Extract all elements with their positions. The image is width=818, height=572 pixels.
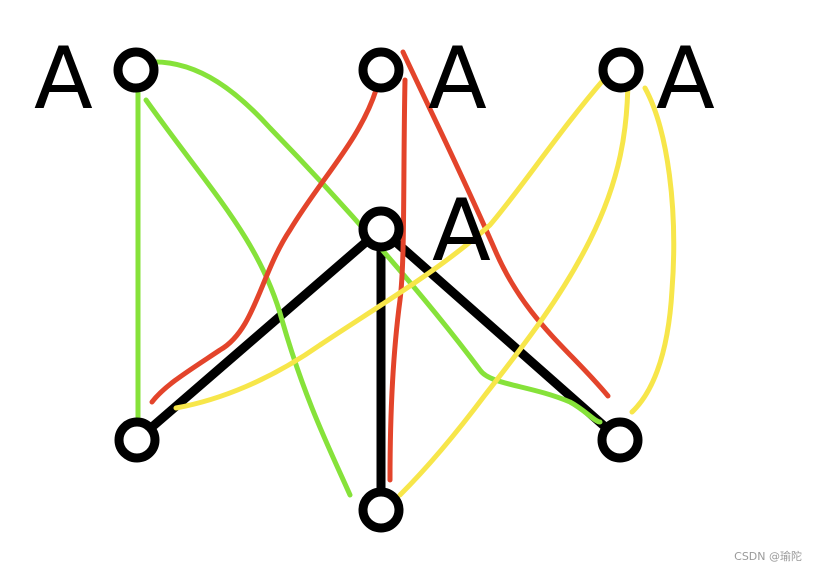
label-top-left: A — [34, 29, 93, 129]
node-bottom-left — [114, 417, 160, 463]
green-curves — [135, 59, 603, 498]
watermark: CSDN @瑜陀 — [734, 550, 802, 563]
yellow-curve-top-right-to-bottom-middle — [397, 72, 631, 498]
node-bottom-right — [597, 417, 643, 463]
node-top-middle — [358, 47, 404, 93]
red-curve-top-middle-to-bottom-middle — [387, 77, 408, 483]
node-top-left — [113, 47, 159, 93]
red-curves — [149, 49, 611, 483]
node-top-right — [598, 47, 644, 93]
yellow-curve-top-right-to-bottom-right — [629, 85, 677, 415]
node-bottom-middle — [358, 487, 404, 533]
green-curve-top-left-to-bottom-middle — [143, 97, 353, 498]
nodes — [113, 47, 644, 533]
label-top-right: A — [656, 29, 715, 129]
labels: A A A A — [34, 29, 715, 281]
edge-center-to-bottom-left — [132, 224, 386, 445]
red-curve-top-middle-to-bottom-left — [149, 87, 379, 405]
node-center — [358, 206, 404, 252]
edge-center-to-bottom-right — [376, 224, 625, 445]
green-curve-top-left-to-bottom-right — [147, 59, 603, 425]
red-curve-top-middle-to-bottom-right — [400, 49, 611, 399]
label-top-middle: A — [428, 29, 487, 129]
label-center: A — [432, 181, 491, 281]
black-edges — [132, 224, 625, 515]
yellow-curves — [173, 72, 677, 498]
yellow-curve-top-right-to-bottom-left — [173, 75, 608, 411]
